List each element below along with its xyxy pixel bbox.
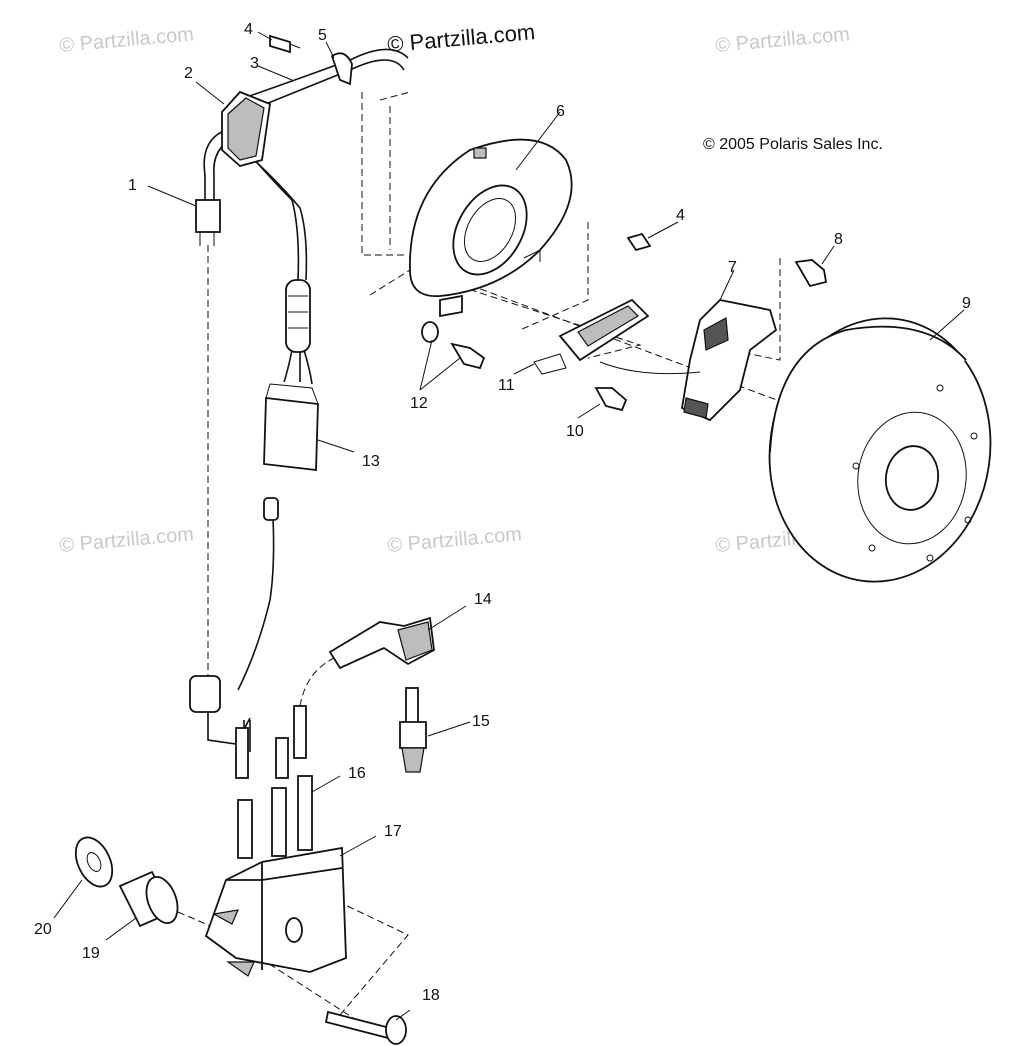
part-13-connector (263, 383, 319, 472)
watermark-mid-left: © Partzilla.com (59, 523, 195, 557)
callout-labels: 1 2 3 4 5 6 4 7 8 9 10 11 12 13 14 15 16… (34, 21, 971, 1004)
part-11-lighting-coil (533, 298, 650, 375)
part-7-trigger-coil (599, 299, 778, 422)
part-5-clamp (330, 52, 353, 86)
callout-20: 20 (34, 921, 52, 938)
callout-19: 19 (82, 945, 100, 962)
callout-8: 8 (834, 231, 843, 248)
part-20-washer (74, 836, 114, 888)
callout-5: 5 (318, 27, 327, 44)
callout-3: 3 (250, 55, 259, 72)
callout-12: 12 (410, 395, 428, 412)
leader-lines (53, 31, 965, 1021)
part-4-screw-top (269, 34, 301, 54)
ignition-wires (189, 497, 335, 779)
callout-4-top: 4 (244, 21, 253, 38)
callout-7: 7 (728, 259, 737, 276)
part-6-stator-plate (409, 138, 573, 318)
callout-9: 9 (962, 295, 971, 312)
callout-11: 11 (498, 377, 515, 394)
callout-18: 18 (422, 987, 440, 1004)
callout-2: 2 (184, 65, 193, 82)
callout-15: 15 (472, 713, 490, 730)
callout-4-right: 4 (676, 207, 685, 224)
watermark-mid-center: © Partzilla.com (387, 523, 523, 557)
ferrite-core (285, 279, 311, 353)
callout-13: 13 (362, 453, 380, 470)
part-2-regulator (221, 90, 271, 167)
part-1-connector (195, 199, 221, 246)
part-16-coil-lead (297, 775, 313, 851)
part-17-ignition-coil (204, 787, 347, 977)
part-9-flywheel (768, 317, 992, 583)
partzilla-brand: © Partzilla.com (386, 19, 536, 57)
callout-1: 1 (128, 177, 137, 194)
part-4-screw-right (626, 232, 652, 252)
part-15-spark-plug (399, 687, 427, 773)
part-10-screw (594, 387, 628, 412)
watermark-top-left: © Partzilla.com (59, 23, 195, 57)
part-12-screw-and-washer (421, 321, 486, 370)
part-8-screw (794, 259, 828, 288)
callout-16: 16 (348, 765, 366, 782)
callout-17: 17 (384, 823, 402, 840)
callout-10: 10 (566, 423, 584, 440)
callout-6: 6 (556, 103, 565, 120)
part-14-spark-plug-cap (328, 616, 435, 670)
watermark-top-right: © Partzilla.com (715, 23, 851, 57)
part-19-bushing (118, 870, 179, 928)
part-18-bolt (324, 1010, 407, 1045)
copyright-notice: © 2005 Polaris Sales Inc. (703, 136, 883, 153)
callout-14: 14 (474, 591, 492, 608)
